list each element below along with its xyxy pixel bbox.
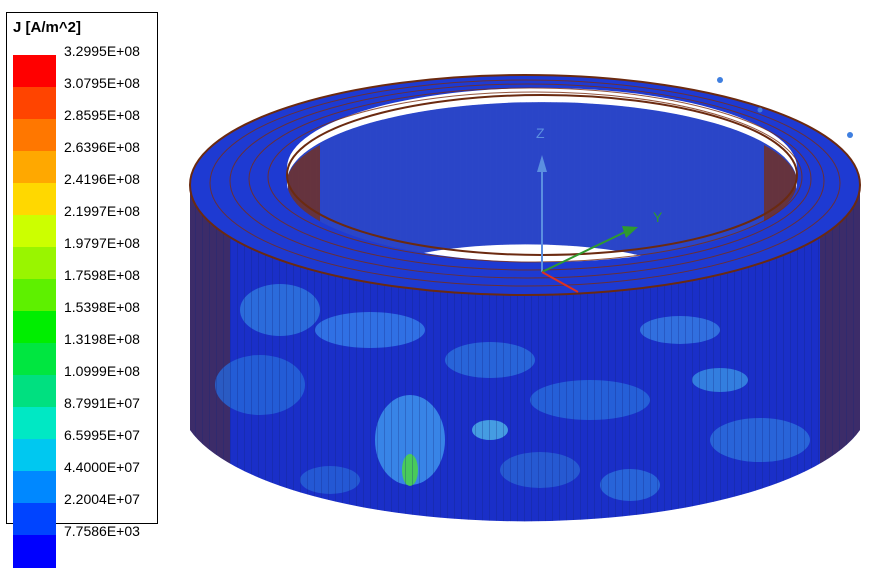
legend-swatch bbox=[13, 215, 56, 248]
color-legend: J [A/m^2] 3.2995E+08 3.0795E+08 2.8595E+08… bbox=[6, 12, 158, 568]
legend-tick-label: 3.2995E+08 bbox=[64, 43, 140, 59]
legend-swatch bbox=[13, 183, 56, 216]
legend-swatch bbox=[13, 375, 56, 408]
legend-tick-label: 7.7586E+03 bbox=[64, 523, 140, 539]
top-face bbox=[189, 74, 861, 296]
legend-tick-label: 4.4000E+07 bbox=[64, 459, 140, 475]
legend-swatch bbox=[13, 247, 56, 280]
legend-swatch bbox=[13, 87, 56, 120]
legend-title: J [A/m^2] bbox=[13, 19, 81, 36]
axis-triad: Z Y bbox=[536, 125, 663, 293]
z-axis-label: Z bbox=[536, 125, 545, 141]
legend-swatch bbox=[13, 503, 56, 536]
y-axis-arrow bbox=[622, 226, 638, 238]
legend-swatch bbox=[13, 439, 56, 472]
z-axis-arrow bbox=[537, 155, 547, 172]
legend-swatch bbox=[13, 311, 56, 344]
legend-swatch bbox=[13, 407, 56, 440]
legend-swatch bbox=[13, 471, 56, 504]
legend-swatch bbox=[13, 279, 56, 312]
legend-tick-label: 1.0999E+08 bbox=[64, 363, 140, 379]
legend-swatch bbox=[13, 119, 56, 152]
ring-model[interactable]: Z Y bbox=[160, 0, 880, 528]
legend-swatch bbox=[13, 151, 56, 184]
legend-tick-label: 1.7598E+08 bbox=[64, 267, 140, 283]
x-axis-line bbox=[541, 271, 579, 293]
legend-tick-label: 1.3198E+08 bbox=[64, 331, 140, 347]
legend-swatch bbox=[13, 55, 56, 88]
legend-tick-label: 8.7991E+07 bbox=[64, 395, 140, 411]
legend-tick-label: 2.4196E+08 bbox=[64, 171, 140, 187]
y-axis-label: Y bbox=[653, 209, 663, 225]
legend-swatch bbox=[13, 343, 56, 376]
legend-tick-label: 2.6396E+08 bbox=[64, 139, 140, 155]
legend-tick-label: 2.2004E+07 bbox=[64, 491, 140, 507]
y-axis-line bbox=[541, 231, 626, 273]
legend-tick-label: 1.9797E+08 bbox=[64, 235, 140, 251]
legend-tick-label: 2.1997E+08 bbox=[64, 203, 140, 219]
legend-tick-label: 6.5995E+07 bbox=[64, 427, 140, 443]
legend-tick-label: 2.8595E+08 bbox=[64, 107, 140, 123]
3d-viewport[interactable]: Z Y bbox=[160, 0, 880, 528]
legend-swatch bbox=[13, 535, 56, 568]
legend-tick-label: 3.0795E+08 bbox=[64, 75, 140, 91]
legend-tick-label: 1.5398E+08 bbox=[64, 299, 140, 315]
